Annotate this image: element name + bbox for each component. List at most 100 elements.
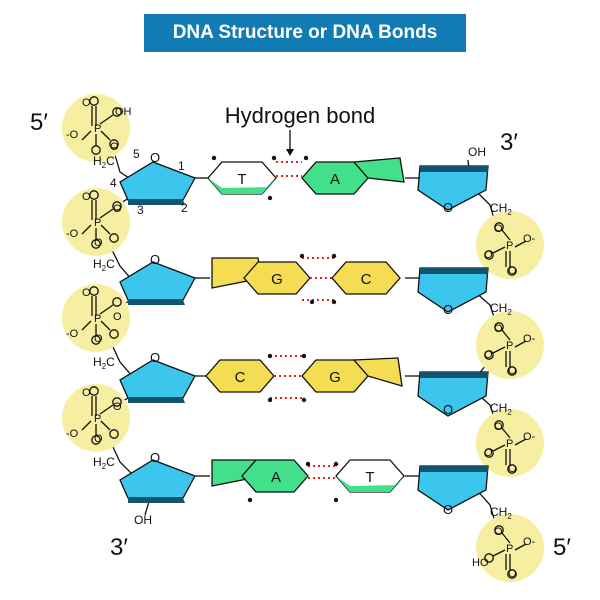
base-label-row4-left: A (271, 469, 281, 486)
base-label-row1-right: A (330, 171, 340, 188)
base-A-row1 (301, 157, 405, 195)
right-ring-oxygen-labels: O O O O (443, 200, 453, 517)
atom-dots (211, 155, 339, 503)
svg-text:O: O (443, 502, 453, 517)
svg-text:O: O (82, 387, 91, 399)
sugar-right-2 (417, 267, 489, 313)
svg-text:-O: -O (66, 228, 79, 240)
svg-text:O: O (150, 450, 160, 465)
sugar-right-3 (417, 371, 489, 417)
svg-text:O: O (150, 350, 160, 365)
base-label-row1-left: T (237, 171, 246, 188)
svg-text:O: O (113, 311, 122, 323)
svg-text:O: O (508, 568, 517, 580)
base-label-row3-right: G (329, 369, 341, 386)
glycosidic-bonds (195, 177, 420, 477)
svg-text:O: O (484, 249, 493, 261)
svg-text:O: O (94, 333, 103, 345)
top-right-oh: OH (468, 145, 486, 159)
base-label-row3-left: C (235, 369, 246, 386)
svg-text:CH2: CH2 (490, 401, 512, 417)
svg-text:O: O (508, 265, 517, 277)
svg-text:O: O (82, 287, 91, 299)
bottom-oh: OH (134, 513, 152, 527)
base-T-row4 (335, 459, 405, 493)
hydrogen-bonds (270, 161, 336, 479)
base-A-row4 (211, 459, 309, 493)
base-label-row4-right: T (365, 469, 374, 486)
svg-text:HO: HO (472, 557, 489, 569)
svg-text:O: O (494, 323, 503, 335)
sugar-left-1 (119, 161, 196, 205)
svg-text:O: O (113, 203, 122, 215)
sugar-right-1 (417, 165, 489, 211)
sugar-left-3 (119, 359, 196, 403)
svg-text:O: O (443, 402, 453, 417)
base-C-row3 (205, 359, 275, 393)
svg-text:H2C: H2C (93, 257, 115, 273)
svg-text:O: O (494, 421, 503, 433)
ring-oxygen-left-1: O (150, 150, 160, 165)
svg-text:P: P (94, 313, 101, 325)
svg-text:O-: O- (523, 536, 536, 548)
carbon-2: 2 (181, 201, 188, 215)
right-ch2-labels: CH2 CH2 CH2 CH2 (490, 201, 512, 521)
sugar-right-4 (417, 465, 489, 511)
svg-text:O: O (443, 200, 453, 215)
svg-text:O: O (494, 526, 503, 538)
carbon-5: 5 (133, 147, 140, 161)
carbon-4: 4 (110, 176, 117, 190)
left-phosphate-labels: O OH P -O O O O P -O O O O P -O O O O P … (66, 97, 132, 445)
svg-text:P: P (506, 340, 513, 352)
three-prime-top: 3′ (500, 129, 518, 156)
left-h2c-labels: H2C H2C H2C H2C (93, 154, 115, 471)
svg-text:O: O (508, 365, 517, 377)
svg-text:P: P (506, 240, 513, 252)
svg-text:O: O (484, 447, 493, 459)
svg-text:CH2: CH2 (490, 505, 512, 521)
svg-text:OH: OH (115, 106, 132, 118)
svg-text:O: O (113, 401, 122, 413)
svg-text:-O: -O (66, 328, 79, 340)
carbon-1: 1 (178, 159, 185, 173)
svg-text:P: P (94, 123, 101, 135)
svg-text:O-: O- (523, 233, 536, 245)
right-phosphate-labels: O O- P O O O O- P O O O O- P O O O O- P … (472, 223, 536, 580)
svg-text:H2C: H2C (93, 355, 115, 371)
svg-text:O: O (150, 252, 160, 267)
svg-text:O: O (443, 302, 453, 317)
svg-text:O: O (110, 141, 119, 153)
five-prime-top: 5′ (30, 109, 48, 136)
base-G-row2 (211, 257, 311, 295)
svg-text:-O: -O (66, 129, 79, 141)
hydrogen-bond-label: Hydrogen bond (225, 103, 375, 128)
svg-text:O-: O- (523, 431, 536, 443)
svg-text:P: P (506, 438, 513, 450)
three-prime-bottom: 3′ (110, 534, 128, 561)
base-T-row1 (207, 161, 277, 195)
sugar-left-4 (119, 459, 196, 503)
base-label-row2-left: G (271, 271, 283, 288)
five-prime-bottom: 5′ (553, 534, 571, 561)
base-label-row2-right: C (361, 271, 372, 288)
base-G-row3 (301, 357, 403, 393)
svg-text:O-: O- (523, 333, 536, 345)
svg-text:O: O (82, 191, 91, 203)
carbon-3: 3 (137, 203, 144, 217)
svg-text:P: P (94, 413, 101, 425)
title-banner: DNA Structure or DNA Bonds (144, 14, 466, 52)
svg-text:O: O (484, 349, 493, 361)
svg-text:O: O (508, 463, 517, 475)
svg-text:CH2: CH2 (490, 301, 512, 317)
svg-text:CH2: CH2 (490, 201, 512, 217)
svg-text:-O: -O (66, 428, 79, 440)
sugar-left-2 (119, 261, 196, 305)
hydrogen-bond-arrowhead (286, 149, 294, 156)
svg-text:O: O (94, 433, 103, 445)
svg-text:P: P (506, 543, 513, 555)
svg-text:P: P (94, 217, 101, 229)
svg-text:H2C: H2C (93, 455, 115, 471)
left-ring-oxygen-labels: O O O (150, 252, 160, 465)
svg-text:O: O (82, 97, 91, 109)
